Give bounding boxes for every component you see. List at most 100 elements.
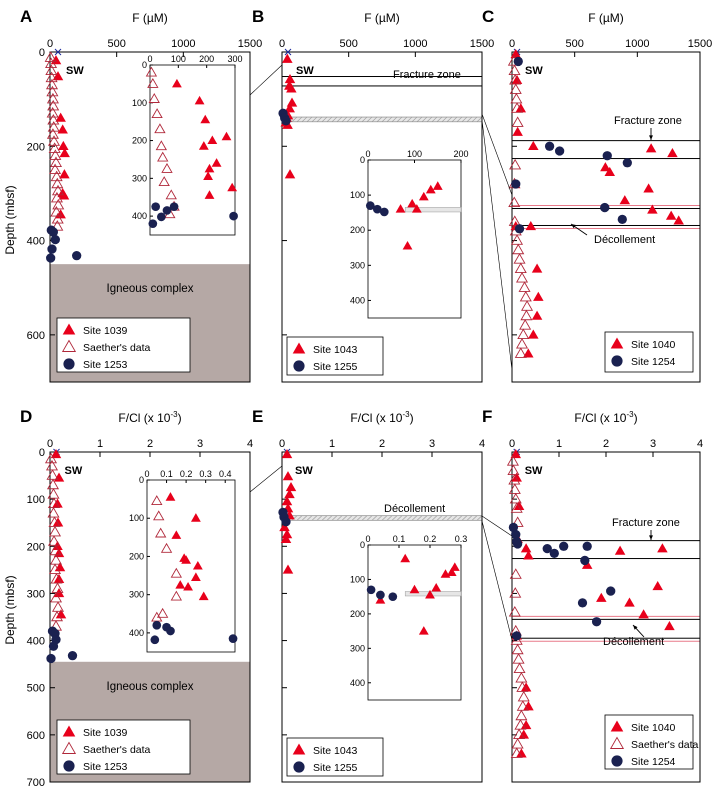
data-point [619,195,631,205]
decollement-hatch [446,515,453,521]
inset-frame [367,544,462,701]
data-point [512,631,522,641]
data-point [512,653,525,664]
x-axis-title: F/Cl (x 10-3) [118,410,181,425]
y-tick-label: 600 [27,330,45,342]
plot-frame [511,51,701,383]
x-tick-label: 0 [509,438,515,450]
data-point [284,489,295,499]
data-point [281,496,293,506]
data-point [559,541,569,551]
data-point [47,135,61,146]
data-point [602,151,612,161]
decollement-hatch [471,116,478,122]
data-point [515,709,528,721]
data-point [531,310,543,320]
sw-label: SW [525,465,543,477]
inset-data-point [172,78,182,88]
decollement-hatch [351,116,358,122]
x-tick-label: 1500 [688,38,712,50]
data-point [520,309,533,321]
legend-label: Site 1254 [631,756,676,768]
data-point [510,747,523,758]
decollement-hatch [341,515,348,521]
data-point [510,48,522,59]
decollement-hatch [471,515,478,521]
decollement-hatch [301,515,308,521]
x-tick-label: 1 [329,438,335,450]
x-tick-label: 500 [107,38,125,50]
y-tick-label: 0 [39,47,45,59]
inset-x-tick-label: 0.1 [160,469,173,479]
inset-x-tick-label: 0.3 [455,534,468,544]
x-axis-title-end: ) [178,411,182,425]
data-point [508,64,521,76]
inset-y-tick-label: 100 [129,513,144,523]
inset-data-point [200,114,211,124]
x-axis-title: F (µM) [132,11,168,25]
inset-data-point [162,206,172,215]
inset-data-point [171,530,182,539]
inset-frame [146,479,236,653]
data-point [50,170,63,182]
sw-label: SW [65,465,83,477]
data-point [554,146,565,156]
decollement-hatch [326,116,333,122]
decollement-hatch [376,515,383,521]
data-point [45,71,58,83]
decollement-hatch [316,515,323,521]
data-point [55,112,66,122]
x-axis-title: F/Cl (x 10-3) [350,410,413,425]
inset-x-tick-label: 0 [147,54,152,64]
x-axis-title: F (µM) [364,11,400,25]
inset-data-point [376,590,385,600]
x-tick-label: 3 [650,438,656,450]
inset-data-point [155,140,168,151]
decollement-label-e: Décollement [384,503,445,515]
data-point [513,662,526,674]
data-point [47,497,61,509]
x-axis-title-end: ) [634,411,638,425]
data-point [46,469,59,480]
fracture-arrow-c-head [649,135,653,140]
data-point [542,543,552,554]
data-point [652,580,663,591]
x-tick-label: 0 [47,38,53,50]
data-point [58,140,69,151]
data-point [511,74,523,85]
data-point [44,51,57,62]
fracture-zone-box [511,540,701,560]
zoom-line [481,119,513,371]
x-tick-label: 4 [247,438,253,450]
data-point [507,464,520,476]
data-point [52,498,63,508]
data-point [48,516,61,527]
data-point [509,492,522,504]
data-point [280,533,292,543]
inset-data-point [181,555,192,564]
data-point [515,103,527,113]
inset-data-point [446,567,457,577]
decollement-hatch [416,515,423,521]
sw-label: SW [296,65,314,77]
inset-data-point [400,553,411,563]
data-point [45,459,59,471]
inset-data-point [151,495,163,505]
inset-y-tick-label: 100 [132,98,147,108]
inset-y-tick-label: 400 [350,678,365,688]
inset-y-tick-label: 300 [129,590,144,600]
data-point [514,224,525,234]
inset-y-tick-label: 400 [350,295,365,305]
legend-box [56,719,191,775]
inset-data-point [227,182,238,192]
data-point [48,563,62,575]
data-point [47,99,60,111]
data-point [282,53,293,63]
data-point [673,215,684,225]
data-point [606,586,616,596]
decollement-hatch [466,515,473,521]
inset-data-point [203,171,213,180]
legend-marker [609,736,625,749]
inset-x-tick-label: 0.2 [424,534,437,544]
